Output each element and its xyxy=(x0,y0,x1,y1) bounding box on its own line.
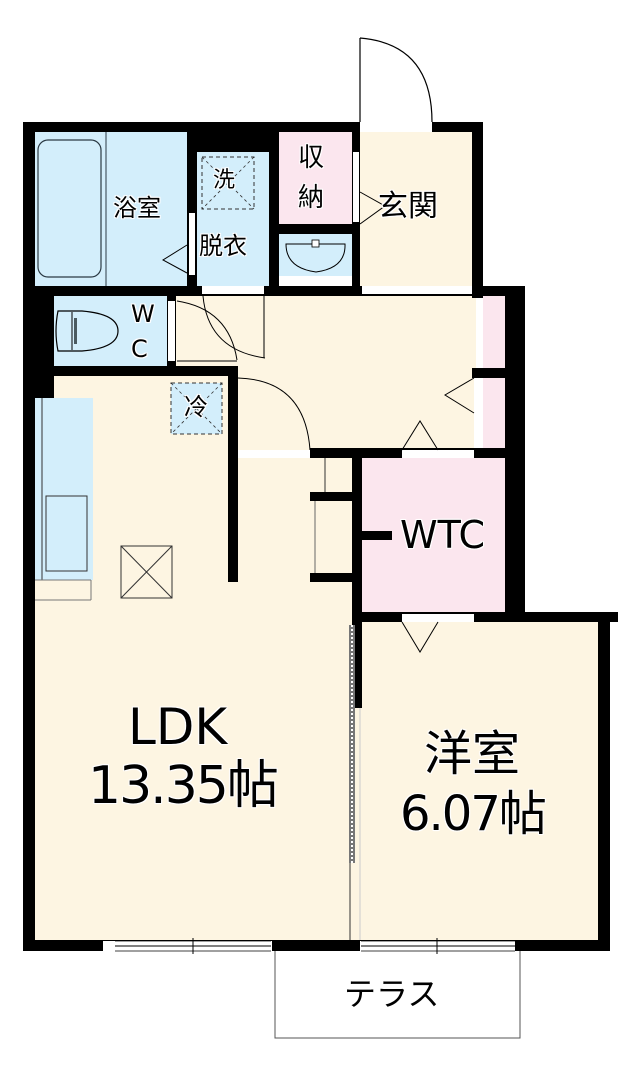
washroom-label: 脱衣 xyxy=(199,232,247,260)
storage-label-1: 収 xyxy=(298,143,325,173)
washroom-door-opening xyxy=(202,286,264,294)
wall-wash-top xyxy=(187,132,279,152)
wtc-door-opening-top xyxy=(402,450,474,458)
storage-label-2: 納 xyxy=(298,183,325,213)
wall-bottom-outer xyxy=(23,940,610,951)
ldk-label: LDK xyxy=(128,698,228,756)
bath-label: 浴室 xyxy=(113,194,161,222)
wall-western-right xyxy=(598,612,610,950)
toilet-label-1: W xyxy=(131,300,155,328)
shoe-closet-lower xyxy=(483,378,505,450)
washroom-floor xyxy=(197,152,269,286)
wall-storage-bottom xyxy=(279,224,360,234)
closet-door-opening xyxy=(474,378,483,448)
toilet-label-2: C xyxy=(131,335,148,363)
wall-closet-mid xyxy=(472,368,525,378)
ldk-door-opening xyxy=(238,450,310,458)
wall-wc-bottom xyxy=(23,366,237,376)
wc-door-opening xyxy=(168,301,175,361)
western-room-label: 洋室 xyxy=(424,726,521,782)
western-room-floor xyxy=(360,622,598,940)
ldk-corridor-floor xyxy=(237,458,352,618)
washer-label: 洗 xyxy=(213,168,236,193)
storage-door-opening xyxy=(353,152,359,222)
wall-bath-block xyxy=(23,286,54,398)
shoe-closet-upper xyxy=(483,296,505,368)
entrance-label: 玄関 xyxy=(378,189,438,224)
wall-wtc-left xyxy=(352,448,362,708)
wall-wash-right xyxy=(269,132,279,296)
wall-top-left xyxy=(23,122,360,132)
wall-kitchen-partition xyxy=(228,366,238,582)
wall-top-entrance xyxy=(432,122,483,132)
wall-wtc-shelf-top xyxy=(310,492,352,501)
wall-entrance-right xyxy=(472,122,483,298)
entrance-door-opening xyxy=(360,122,432,132)
wall-wtc-shelf-bottom xyxy=(310,573,352,582)
partition-gap xyxy=(352,708,362,940)
bath-door-opening xyxy=(189,213,195,275)
wall-wtc-bottom xyxy=(352,612,618,622)
entrance-step-opening xyxy=(362,286,472,294)
ldk-size: 13.35帖 xyxy=(88,756,279,816)
wall-closet-top xyxy=(472,286,525,296)
wtc-label: WTC xyxy=(400,513,486,557)
storage-floor xyxy=(279,132,352,224)
kitchen-counter xyxy=(35,398,93,580)
wtc-door-opening-bottom xyxy=(402,614,474,622)
terrace-label: テラス xyxy=(344,975,440,1013)
wall-wtc-hanger xyxy=(362,531,392,540)
fridge-label: 冷 xyxy=(184,393,208,421)
western-room-size: 6.07帖 xyxy=(400,786,547,842)
